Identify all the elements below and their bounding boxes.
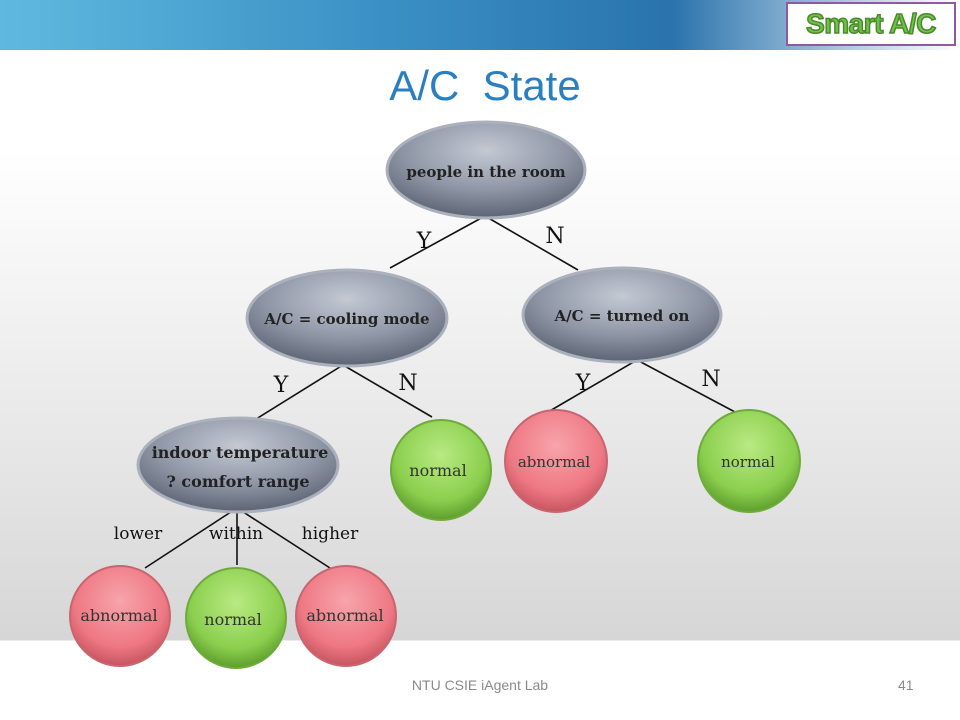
- page-number: 41: [898, 677, 914, 693]
- footer-lab: NTU CSIE iAgent Lab: [411, 677, 549, 693]
- edge-root-n: [484, 215, 579, 271]
- edge-root-y: [389, 215, 486, 269]
- node-cooling-label: A/C = cooling mode: [263, 310, 429, 328]
- node-temp-label-2: ? comfort range: [166, 472, 309, 491]
- node-temp-label-1: indoor temperature: [152, 443, 329, 462]
- leaf-within: normal: [185, 567, 287, 669]
- node-root: people in the room: [385, 120, 587, 220]
- edge-label-turned-y: Y: [575, 371, 591, 396]
- edge-label-cooling-y: Y: [273, 373, 289, 398]
- leaf-higher-label: abnormal: [306, 606, 383, 625]
- edge-label-within: within: [209, 524, 263, 544]
- slide-title: A/C State: [389, 62, 581, 109]
- leaf-within-label: normal: [204, 610, 261, 629]
- edge-label-root-n: N: [545, 224, 564, 249]
- leaf-cooling-n-label: normal: [409, 461, 466, 480]
- edge-label-lower: lower: [114, 524, 163, 544]
- node-turned-on-label: A/C = turned on: [554, 307, 690, 325]
- leaf-turned-y-label: abnormal: [518, 453, 591, 471]
- node-turned-on: A/C = turned on: [521, 266, 723, 364]
- node-indoor-temperature: indoor temperature ? comfort range: [136, 416, 340, 514]
- leaf-cooling-n: normal: [390, 419, 492, 521]
- leaf-turned-n-label: normal: [721, 453, 775, 471]
- edge-label-root-y: Y: [416, 229, 432, 254]
- node-root-label: people in the room: [406, 163, 565, 181]
- edge-cooling-y: [247, 364, 344, 425]
- edge-label-cooling-n: N: [398, 371, 417, 396]
- edge-turned-n: [636, 359, 736, 413]
- edge-label-higher: higher: [302, 524, 359, 544]
- leaf-turned-y: abnormal: [504, 409, 608, 513]
- edge-label-turned-n: N: [701, 367, 720, 392]
- badge-label: Smart A/C: [805, 7, 937, 40]
- edge-cooling-n: [342, 364, 433, 418]
- leaf-lower: abnormal: [69, 565, 171, 667]
- smart-ac-badge: Smart A/C: [786, 2, 956, 46]
- node-cooling-mode: A/C = cooling mode: [245, 268, 449, 368]
- edge-higher: [236, 507, 331, 569]
- leaf-higher: abnormal: [295, 565, 397, 667]
- edge-lower: [144, 507, 238, 569]
- leaf-turned-n: normal: [697, 409, 801, 513]
- leaf-lower-label: abnormal: [80, 606, 157, 625]
- edge-turned-y: [547, 359, 638, 413]
